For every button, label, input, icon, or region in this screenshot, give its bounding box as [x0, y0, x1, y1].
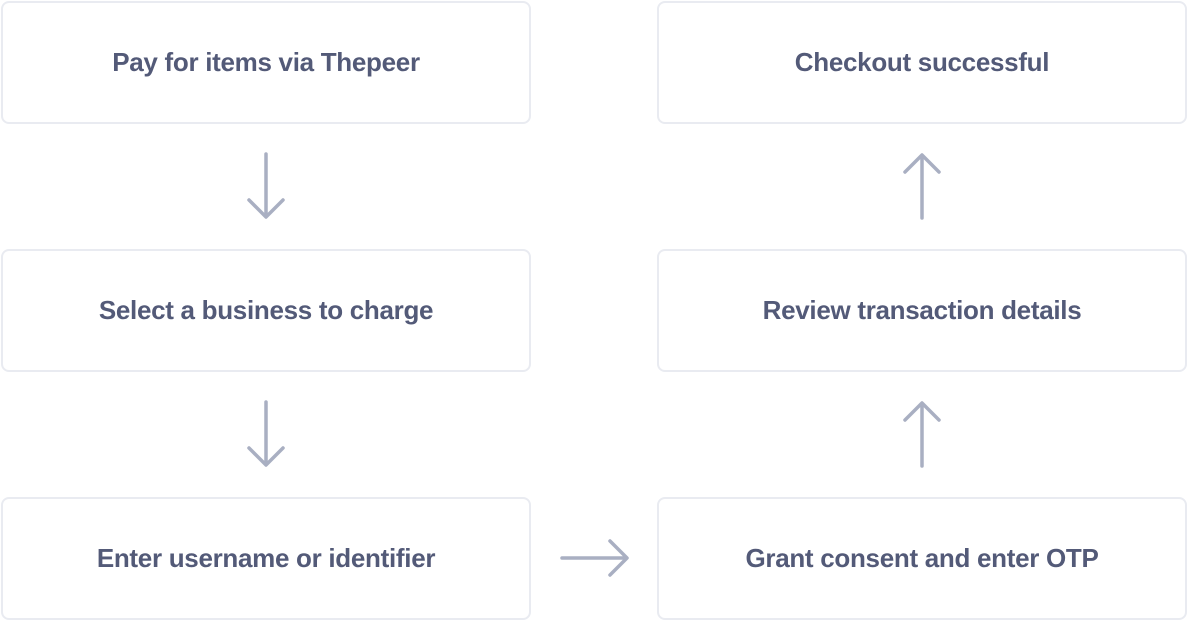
- arrow-right-icon: [560, 538, 630, 578]
- step-review-transaction: Review transaction details: [657, 249, 1187, 372]
- arrow-up-icon: [902, 152, 942, 220]
- arrow-up-icon: [902, 400, 942, 468]
- arrow-down-icon: [246, 400, 286, 468]
- step-label: Checkout successful: [794, 47, 1050, 77]
- step-select-business: Select a business to charge: [1, 249, 531, 372]
- step-label: Pay for items via Thepeer: [112, 47, 420, 77]
- step-pay-for-items: Pay for items via Thepeer: [1, 1, 531, 124]
- step-checkout-successful: Checkout successful: [657, 1, 1187, 124]
- step-label: Grant consent and enter OTP: [745, 543, 1099, 573]
- step-label: Review transaction details: [762, 295, 1082, 325]
- step-grant-consent: Grant consent and enter OTP: [657, 497, 1187, 620]
- arrow-down-icon: [246, 152, 286, 220]
- step-enter-username: Enter username or identifier: [1, 497, 531, 620]
- step-label: Select a business to charge: [98, 295, 434, 325]
- step-label: Enter username or identifier: [96, 543, 436, 573]
